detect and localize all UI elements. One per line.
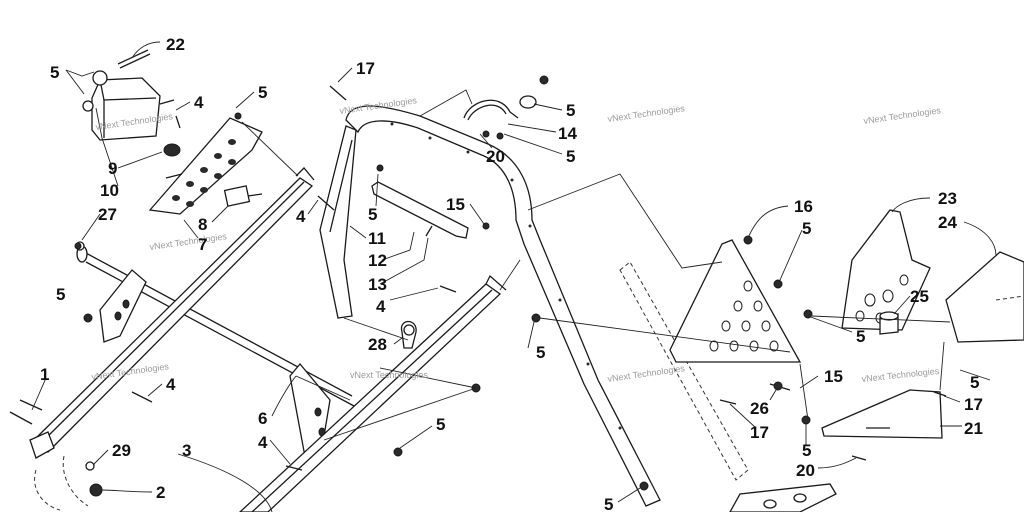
callout-20: 20 [796,461,815,480]
callout-5: 5 [566,147,575,166]
callout-14: 14 [558,124,577,143]
callout-5: 5 [56,285,65,304]
reservoir-bottle [82,49,181,157]
callout-9: 9 [108,159,117,178]
callout-5: 5 [368,205,377,224]
callout-6: 6 [258,409,267,428]
callout-21: 21 [964,419,983,438]
callout-5: 5 [604,495,613,512]
hook-bracket [463,75,549,121]
callout-labels: 22 5 4 5 17 5 14 20 5 9 10 8 7 27 4 5 11… [40,35,983,514]
callout-13: 13 [368,275,387,294]
watermark-text: vNext Technologies [607,363,686,384]
callout-8: 8 [198,215,207,234]
main-bent-frame [345,105,661,507]
bottom-right-plate [728,483,837,513]
watermark-text: vNext Technologies [149,231,228,252]
callout-1: 1 [40,365,49,384]
callout-5: 5 [802,219,811,238]
front-channel-rail [29,167,315,511]
hardware-fasteners [9,85,947,497]
assembly-lines [241,89,951,441]
callout-4: 4 [166,375,176,394]
callout-4: 4 [376,297,386,316]
clamp [400,320,417,349]
callout-5: 5 [536,343,545,362]
rear-dashed-frame [619,261,749,481]
lower-right-bracket [821,389,943,439]
callout-23: 23 [938,189,957,208]
callout-5: 5 [258,83,267,102]
callout-10: 10 [100,181,119,200]
callout-17: 17 [964,395,983,414]
watermark-text: vNext Technologies [863,105,942,126]
callout-28: 28 [368,335,387,354]
strap-bracket [371,181,490,239]
callout-11: 11 [368,229,386,248]
callout-4: 4 [296,207,306,226]
callout-17: 17 [750,423,769,442]
callout-15: 15 [446,195,465,214]
callout-25: 25 [910,287,929,306]
callout-3: 3 [182,441,191,460]
lower-side-frame [238,274,507,513]
callout-20: 20 [486,147,505,166]
gusset-bracket-left [99,269,147,343]
callout-17: 17 [356,59,375,78]
callout-16: 16 [794,197,813,216]
callout-27: 27 [98,205,117,224]
triangular-gusset-plate [669,239,802,363]
side-panel [945,251,1024,343]
watermark-text: vNext Technologies [350,370,428,380]
callout-5: 5 [436,415,445,434]
watermark-text: vNext Technologies [861,366,940,384]
callout-4: 4 [258,433,268,452]
bumper-pad [879,311,899,335]
callout-2: 2 [156,483,165,502]
callout-7: 7 [198,235,207,254]
callout-22: 22 [166,35,185,54]
callout-leaders [31,41,997,513]
callout-15: 15 [824,367,843,386]
callout-5: 5 [856,327,865,346]
watermark-text: vNext Technologies [607,103,686,124]
side-frame-bracket [319,125,357,319]
callout-4: 4 [194,93,204,112]
callout-12: 12 [368,251,387,270]
callout-5: 5 [802,441,811,460]
callout-26: 26 [750,399,769,418]
callout-5: 5 [970,373,979,392]
callout-29: 29 [112,441,131,460]
callout-5: 5 [566,101,575,120]
perforated-mount-plate [148,117,263,215]
callout-24: 24 [938,213,957,232]
callout-5: 5 [50,63,59,82]
